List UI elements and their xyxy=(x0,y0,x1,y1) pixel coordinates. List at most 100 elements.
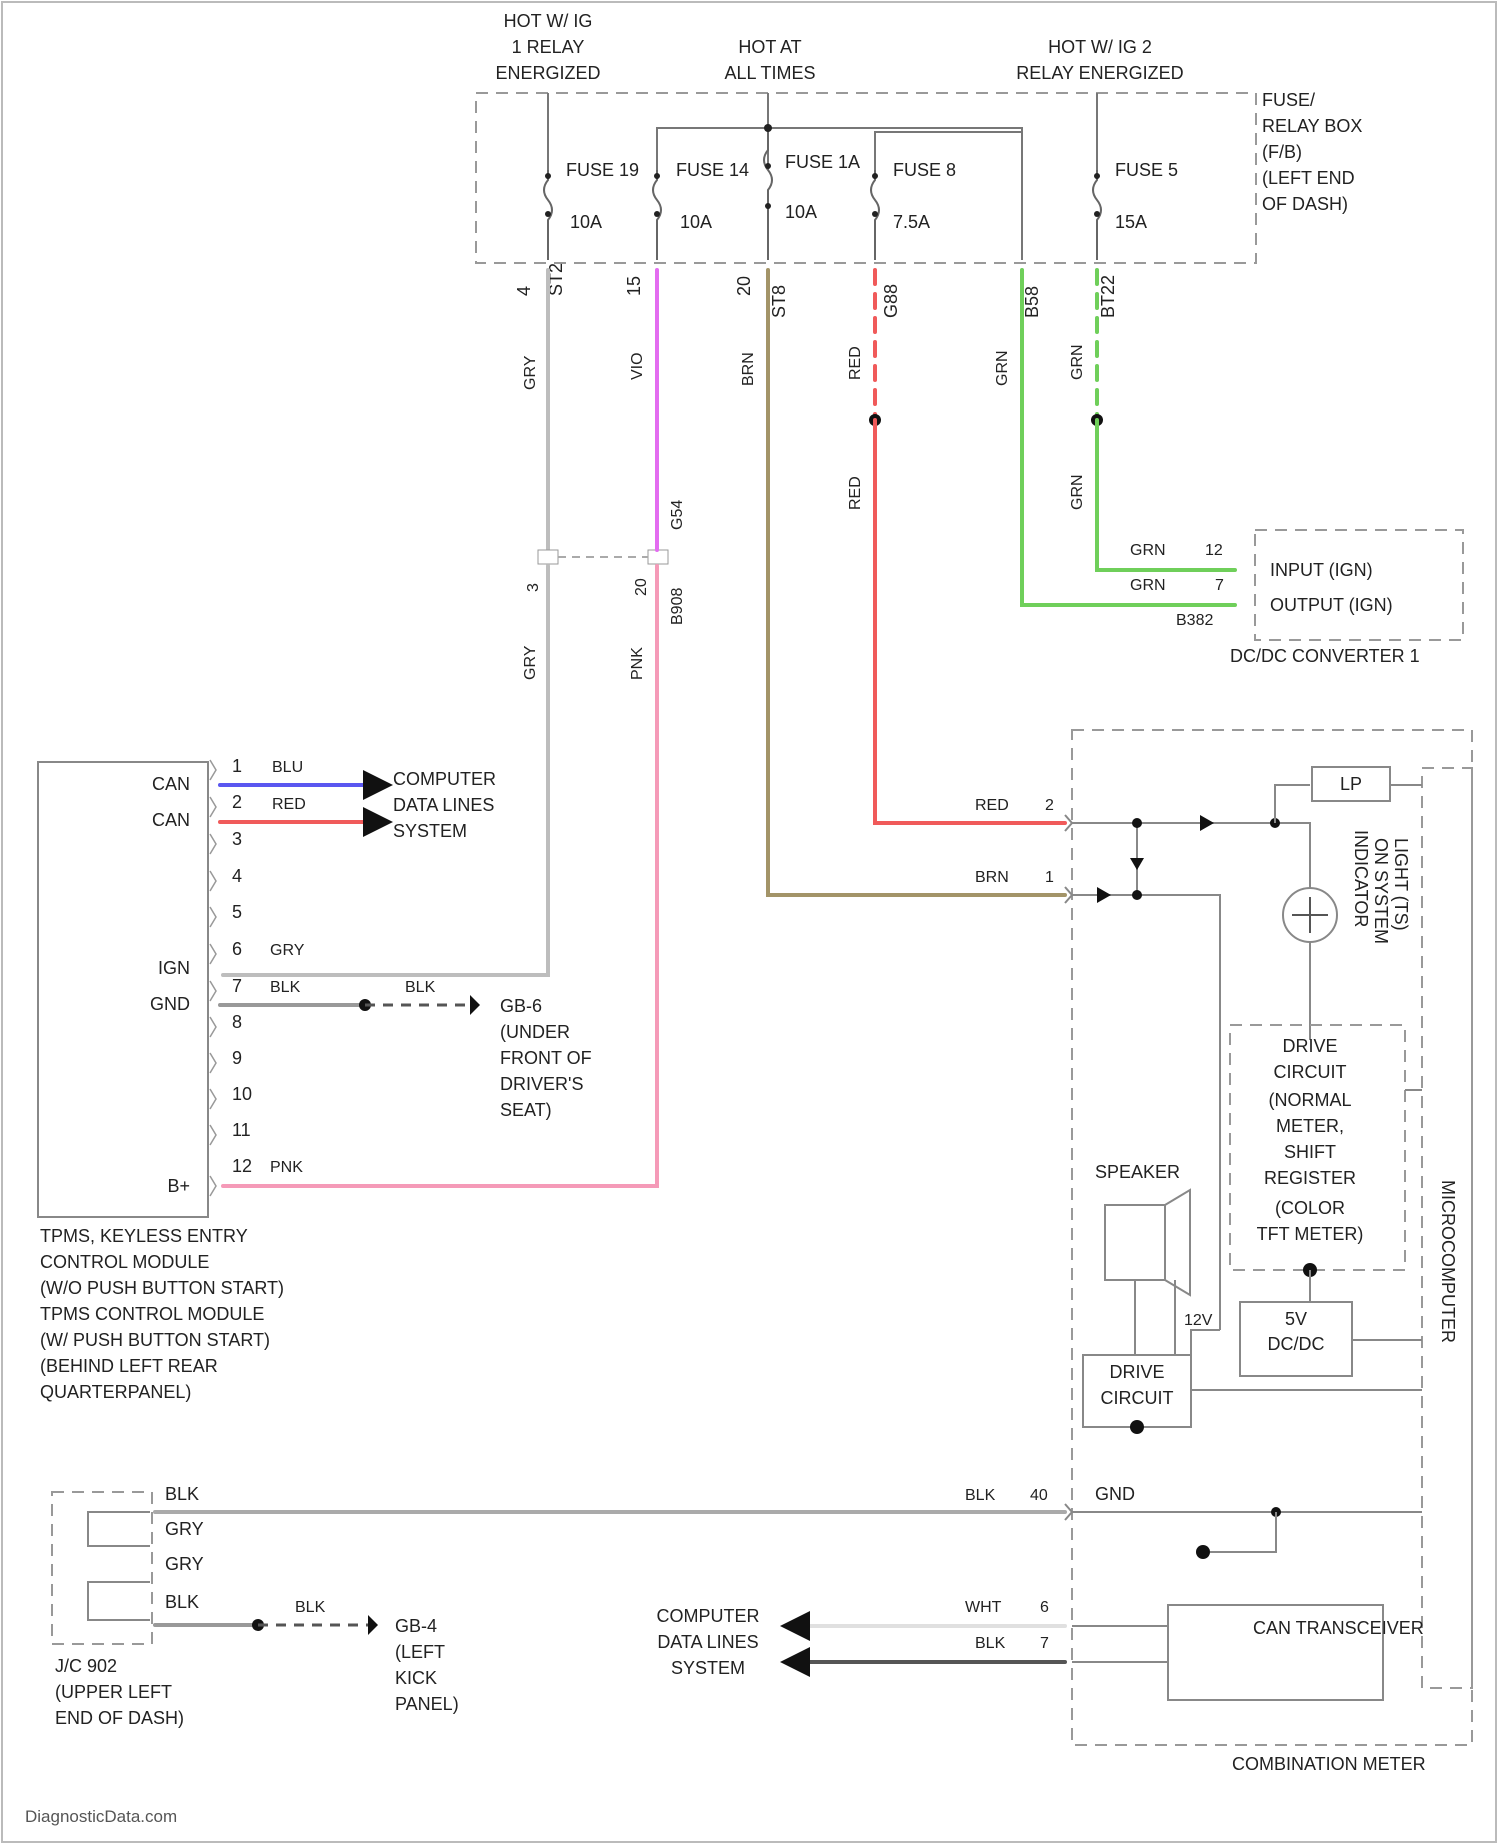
svg-text:7: 7 xyxy=(232,976,242,996)
svg-text:IGN: IGN xyxy=(158,958,190,978)
svg-text:ENERGIZED: ENERGIZED xyxy=(495,63,600,83)
svg-text:10: 10 xyxy=(232,1084,252,1104)
tpms-connector-stubs xyxy=(210,760,216,1196)
svg-text:11: 11 xyxy=(232,1120,251,1140)
svg-text:7: 7 xyxy=(1215,577,1224,594)
wire-label-wht: WHT xyxy=(965,1599,1002,1616)
junction-connector-right xyxy=(648,550,668,564)
fuse-8: FUSE 8 7.5A xyxy=(871,160,956,260)
svg-text:CAN: CAN xyxy=(152,774,190,794)
svg-text:RELAY ENERGIZED: RELAY ENERGIZED xyxy=(1016,63,1183,83)
wire-label-vio-conn: G54 xyxy=(669,500,686,530)
meter-gnd-label: GND xyxy=(1095,1484,1135,1504)
svg-text:10A: 10A xyxy=(680,212,712,232)
hot-ig1-label: HOT W/ IG 1 RELAY ENERGIZED xyxy=(495,11,600,83)
svg-text:(BEHIND LEFT REAR: (BEHIND LEFT REAR xyxy=(40,1356,218,1376)
svg-text:GND: GND xyxy=(150,994,190,1014)
hot-ig2-label: HOT W/ IG 2 RELAY ENERGIZED xyxy=(1016,37,1183,83)
bus-all-times xyxy=(657,128,1022,260)
diode-ign xyxy=(1097,887,1111,903)
svg-text:4: 4 xyxy=(232,866,242,886)
on-system-indicator-label: ON SYSTEM INDICATOR LIGHT (TS) xyxy=(1351,830,1411,944)
svg-text:(W/ PUSH BUTTON START): (W/ PUSH BUTTON START) xyxy=(40,1330,270,1350)
meter-pin-7: 7 xyxy=(1040,1635,1049,1652)
ground-gb6-label: GB-6 (UNDER FRONT OF DRIVER'S SEAT) xyxy=(500,996,592,1120)
drive-circuit-normal-label: DRIVE CIRCUIT (NORMAL METER, SHIFT REGIS… xyxy=(1257,1036,1364,1244)
svg-text:B58: B58 xyxy=(1022,286,1042,318)
svg-text:(UPPER LEFT: (UPPER LEFT xyxy=(55,1682,172,1702)
svg-text:RELAY BOX: RELAY BOX xyxy=(1262,116,1362,136)
fuse-5: FUSE 5 15A xyxy=(1093,160,1178,260)
wire-label-brn-meter: BRN xyxy=(975,869,1009,886)
wire-label-pnk: PNK xyxy=(629,647,646,680)
dcdc-output-label: OUTPUT (IGN) xyxy=(1270,595,1393,615)
junction-connector-left xyxy=(538,550,558,564)
tpms-module-box xyxy=(38,762,208,1217)
svg-text:SHIFT: SHIFT xyxy=(1284,1142,1336,1162)
svg-text:QUARTERPANEL): QUARTERPANEL) xyxy=(40,1382,191,1402)
jc902-label: J/C 902 (UPPER LEFT END OF DASH) xyxy=(55,1656,184,1728)
svg-text:B382: B382 xyxy=(1176,612,1213,629)
junction-connector-id: B908 xyxy=(669,588,686,625)
svg-text:J/C 902: J/C 902 xyxy=(55,1656,117,1676)
junction-pin-b: 20 xyxy=(633,578,650,596)
svg-text:2: 2 xyxy=(232,792,242,812)
wire-label-grn-b: GRN xyxy=(1069,474,1086,510)
svg-text:(UNDER: (UNDER xyxy=(500,1022,570,1042)
jc902-internal-links xyxy=(88,1512,150,1620)
wire-label-blk-a: BLK xyxy=(270,979,301,996)
meter-pin-1: 1 xyxy=(1045,869,1054,886)
dcdc-converter-label: DC/DC CONVERTER 1 xyxy=(1230,646,1420,666)
svg-text:9: 9 xyxy=(232,1048,242,1068)
svg-text:GRN: GRN xyxy=(1130,577,1166,594)
wire-label-gry-tpms: GRY xyxy=(270,942,305,959)
svg-text:OF DASH): OF DASH) xyxy=(1262,194,1348,214)
jc902-box xyxy=(52,1492,152,1644)
lp-label: LP xyxy=(1340,774,1362,794)
svg-text:BLK: BLK xyxy=(165,1484,199,1504)
meter-pin-2: 2 xyxy=(1045,797,1054,814)
dcdc-input-label: INPUT (IGN) xyxy=(1270,560,1373,580)
bottom-data-lines-label: COMPUTER DATA LINES SYSTEM xyxy=(657,1606,760,1678)
svg-text:SYSTEM: SYSTEM xyxy=(393,821,467,841)
svg-text:END OF DASH): END OF DASH) xyxy=(55,1708,184,1728)
svg-text:10A: 10A xyxy=(570,212,602,232)
svg-text:8: 8 xyxy=(232,1012,242,1032)
meter-lp-line xyxy=(1275,785,1310,823)
can-transceiver-label: CAN TRANSCEIVER xyxy=(1253,1618,1424,1638)
svg-text:DRIVER'S: DRIVER'S xyxy=(500,1074,583,1094)
speaker-icon xyxy=(1165,1190,1190,1295)
svg-text:TPMS CONTROL MODULE: TPMS CONTROL MODULE xyxy=(40,1304,264,1324)
svg-text:1: 1 xyxy=(232,756,242,776)
svg-text:15A: 15A xyxy=(1115,212,1147,232)
ground-gb4-label: GB-4 (LEFT KICK PANEL) xyxy=(395,1616,459,1714)
svg-text:GRY: GRY xyxy=(165,1554,204,1574)
speaker-box xyxy=(1105,1205,1165,1280)
svg-text:B+: B+ xyxy=(167,1176,190,1196)
svg-text:15: 15 xyxy=(624,276,644,296)
svg-text:BT22: BT22 xyxy=(1098,275,1118,318)
svg-text:(NORMAL: (NORMAL xyxy=(1268,1090,1351,1110)
wire-grn-feed-a xyxy=(1022,270,1235,605)
hot-all-label: HOT AT ALL TIMES xyxy=(724,37,815,83)
wire-label-red-a: RED xyxy=(847,346,864,380)
fuse-box-pins: 4 ST2 15 20 ST8 G88 B58 BT22 xyxy=(514,263,1118,318)
svg-text:HOT W/ IG: HOT W/ IG xyxy=(504,11,593,31)
svg-text:PANEL): PANEL) xyxy=(395,1694,459,1714)
can-transceiver-leads xyxy=(1072,1626,1168,1662)
tpms-module-label: TPMS, KEYLESS ENTRY CONTROL MODULE (W/O … xyxy=(40,1226,284,1402)
wire-label-vio: VIO xyxy=(629,352,646,380)
svg-text:4: 4 xyxy=(514,286,534,296)
svg-text:(LEFT: (LEFT xyxy=(395,1642,445,1662)
junction-pin-a: 3 xyxy=(525,583,542,592)
svg-text:G88: G88 xyxy=(881,284,901,318)
svg-text:REGISTER: REGISTER xyxy=(1264,1168,1356,1188)
svg-text:CIRCUIT: CIRCUIT xyxy=(1101,1388,1174,1408)
wire-label-blk-can: BLK xyxy=(975,1635,1006,1652)
tpms-internal-labels: CAN CAN IGN GND B+ xyxy=(150,774,190,1196)
svg-text:GB-6: GB-6 xyxy=(500,996,542,1016)
wire-label-red-meter: RED xyxy=(975,797,1009,814)
svg-text:GRN: GRN xyxy=(1130,542,1166,559)
fuse-19: FUSE 19 10A xyxy=(544,160,639,260)
splice-meter-b xyxy=(1132,890,1142,900)
